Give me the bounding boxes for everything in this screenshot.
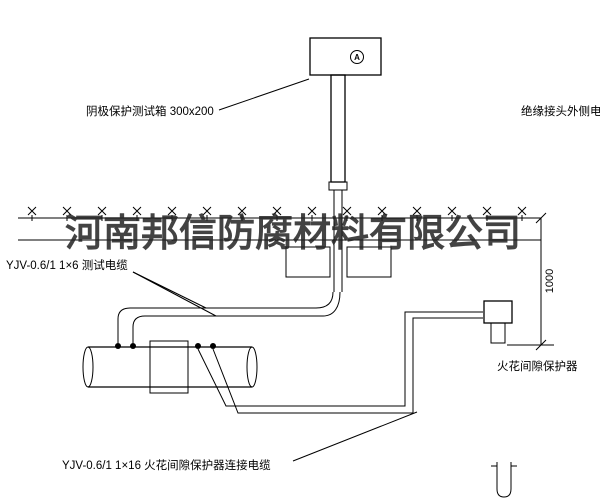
label-spark-gap-cable: YJV-0.6/1 1×16 火花间隙保护器连接电缆 [62,458,271,472]
meter-symbol: A [354,53,360,62]
insulating-joint [149,340,189,394]
test-box-group: A [309,37,382,76]
test-cable-line-2 [132,291,341,343]
meter-circle-icon [350,50,364,64]
spark-gap-protector [483,300,513,344]
ground-grade [18,206,541,241]
dimension-tick-bottom [535,339,547,351]
test-box [309,37,382,76]
terminal-dot [210,343,216,349]
dimension-group: 1000 [507,212,556,351]
pipe-riser-symbol [491,462,517,498]
pipe-end-cap-right [246,346,258,388]
pipe-end-cap-left [82,346,94,388]
leader-spark-gap-cable [292,411,418,462]
post-coupling [328,181,348,191]
spark-gap-cable-line-2 [212,317,483,414]
label-insulated-joint-cable: 绝缘接头外侧电缆 [521,104,600,118]
spark-gap-protector-cap [483,300,513,324]
concrete-block-left [285,246,331,278]
leader-test-cable-2 [132,271,217,317]
watermark-text: 河南邦信防腐材料有限公司 [65,213,521,255]
soil-mark-icon [27,206,37,222]
test-cable-line-1 [117,291,334,343]
riser-u-shape [496,462,512,498]
concrete-block-right [346,246,392,278]
label-spark-gap: 火花间隙保护器 [497,359,578,373]
terminal-dot [195,343,201,349]
dimension-text: 1000 [544,269,556,293]
spark-gap-protector-body [490,322,506,344]
terminal-dot [130,343,136,349]
leader-test-box-label [218,78,310,111]
test-post-upper [330,74,346,183]
pipe-group [82,340,258,394]
label-test-box: 阴极保护测试箱 300x200 [86,104,214,118]
test-post [328,74,348,292]
terminal-dot [115,343,121,349]
label-test-cable: YJV-0.6/1 1×6 测试电缆 [6,259,128,272]
dimension-tick-top [535,212,547,224]
spark-gap-cable-line-1 [197,311,483,407]
